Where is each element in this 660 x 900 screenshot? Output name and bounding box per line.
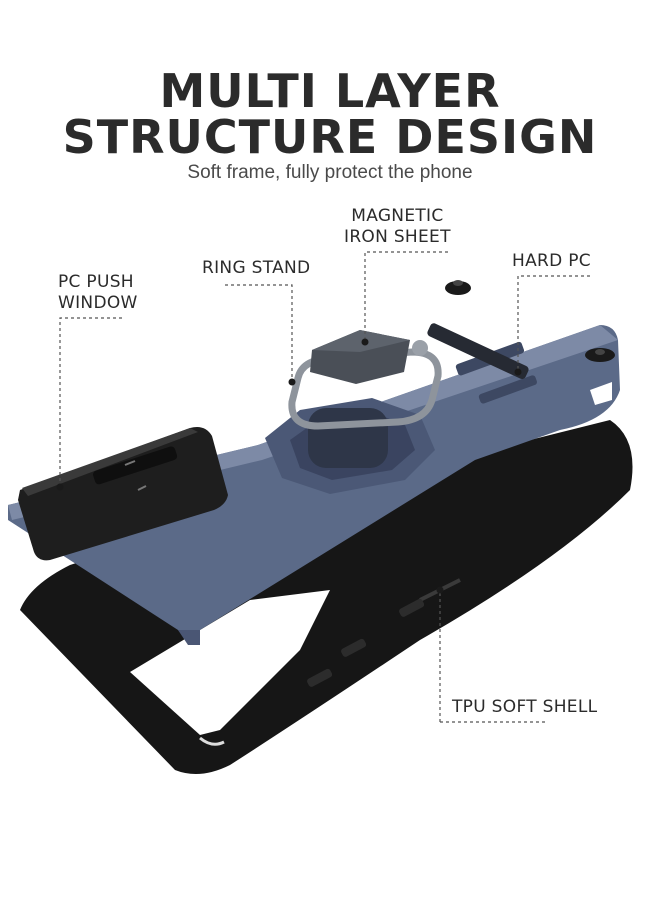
headline-line-2: STRUCTURE DESIGN [62,110,598,164]
label-tpu-soft-shell: TPU SOFT SHELL [452,697,598,717]
pc-push-window [18,427,228,561]
tpu-soft-shell [20,420,633,774]
magnetic-iron-sheet [310,330,428,384]
label-pc-push-window: PC PUSH WINDOW [58,272,138,313]
headline-line-1: MULTI LAYER [159,64,501,118]
label-magnetic-iron-sheet: MAGNETIC IRON SHEET [344,206,451,247]
callout-dots [56,338,522,594]
label-hard-pc: HARD PC [512,251,591,271]
screw-parts [445,280,615,362]
callout-leaders [59,251,590,723]
subtitle: Soft frame, fully protect the phone [187,162,473,183]
label-ring-stand: RING STAND [202,258,311,278]
